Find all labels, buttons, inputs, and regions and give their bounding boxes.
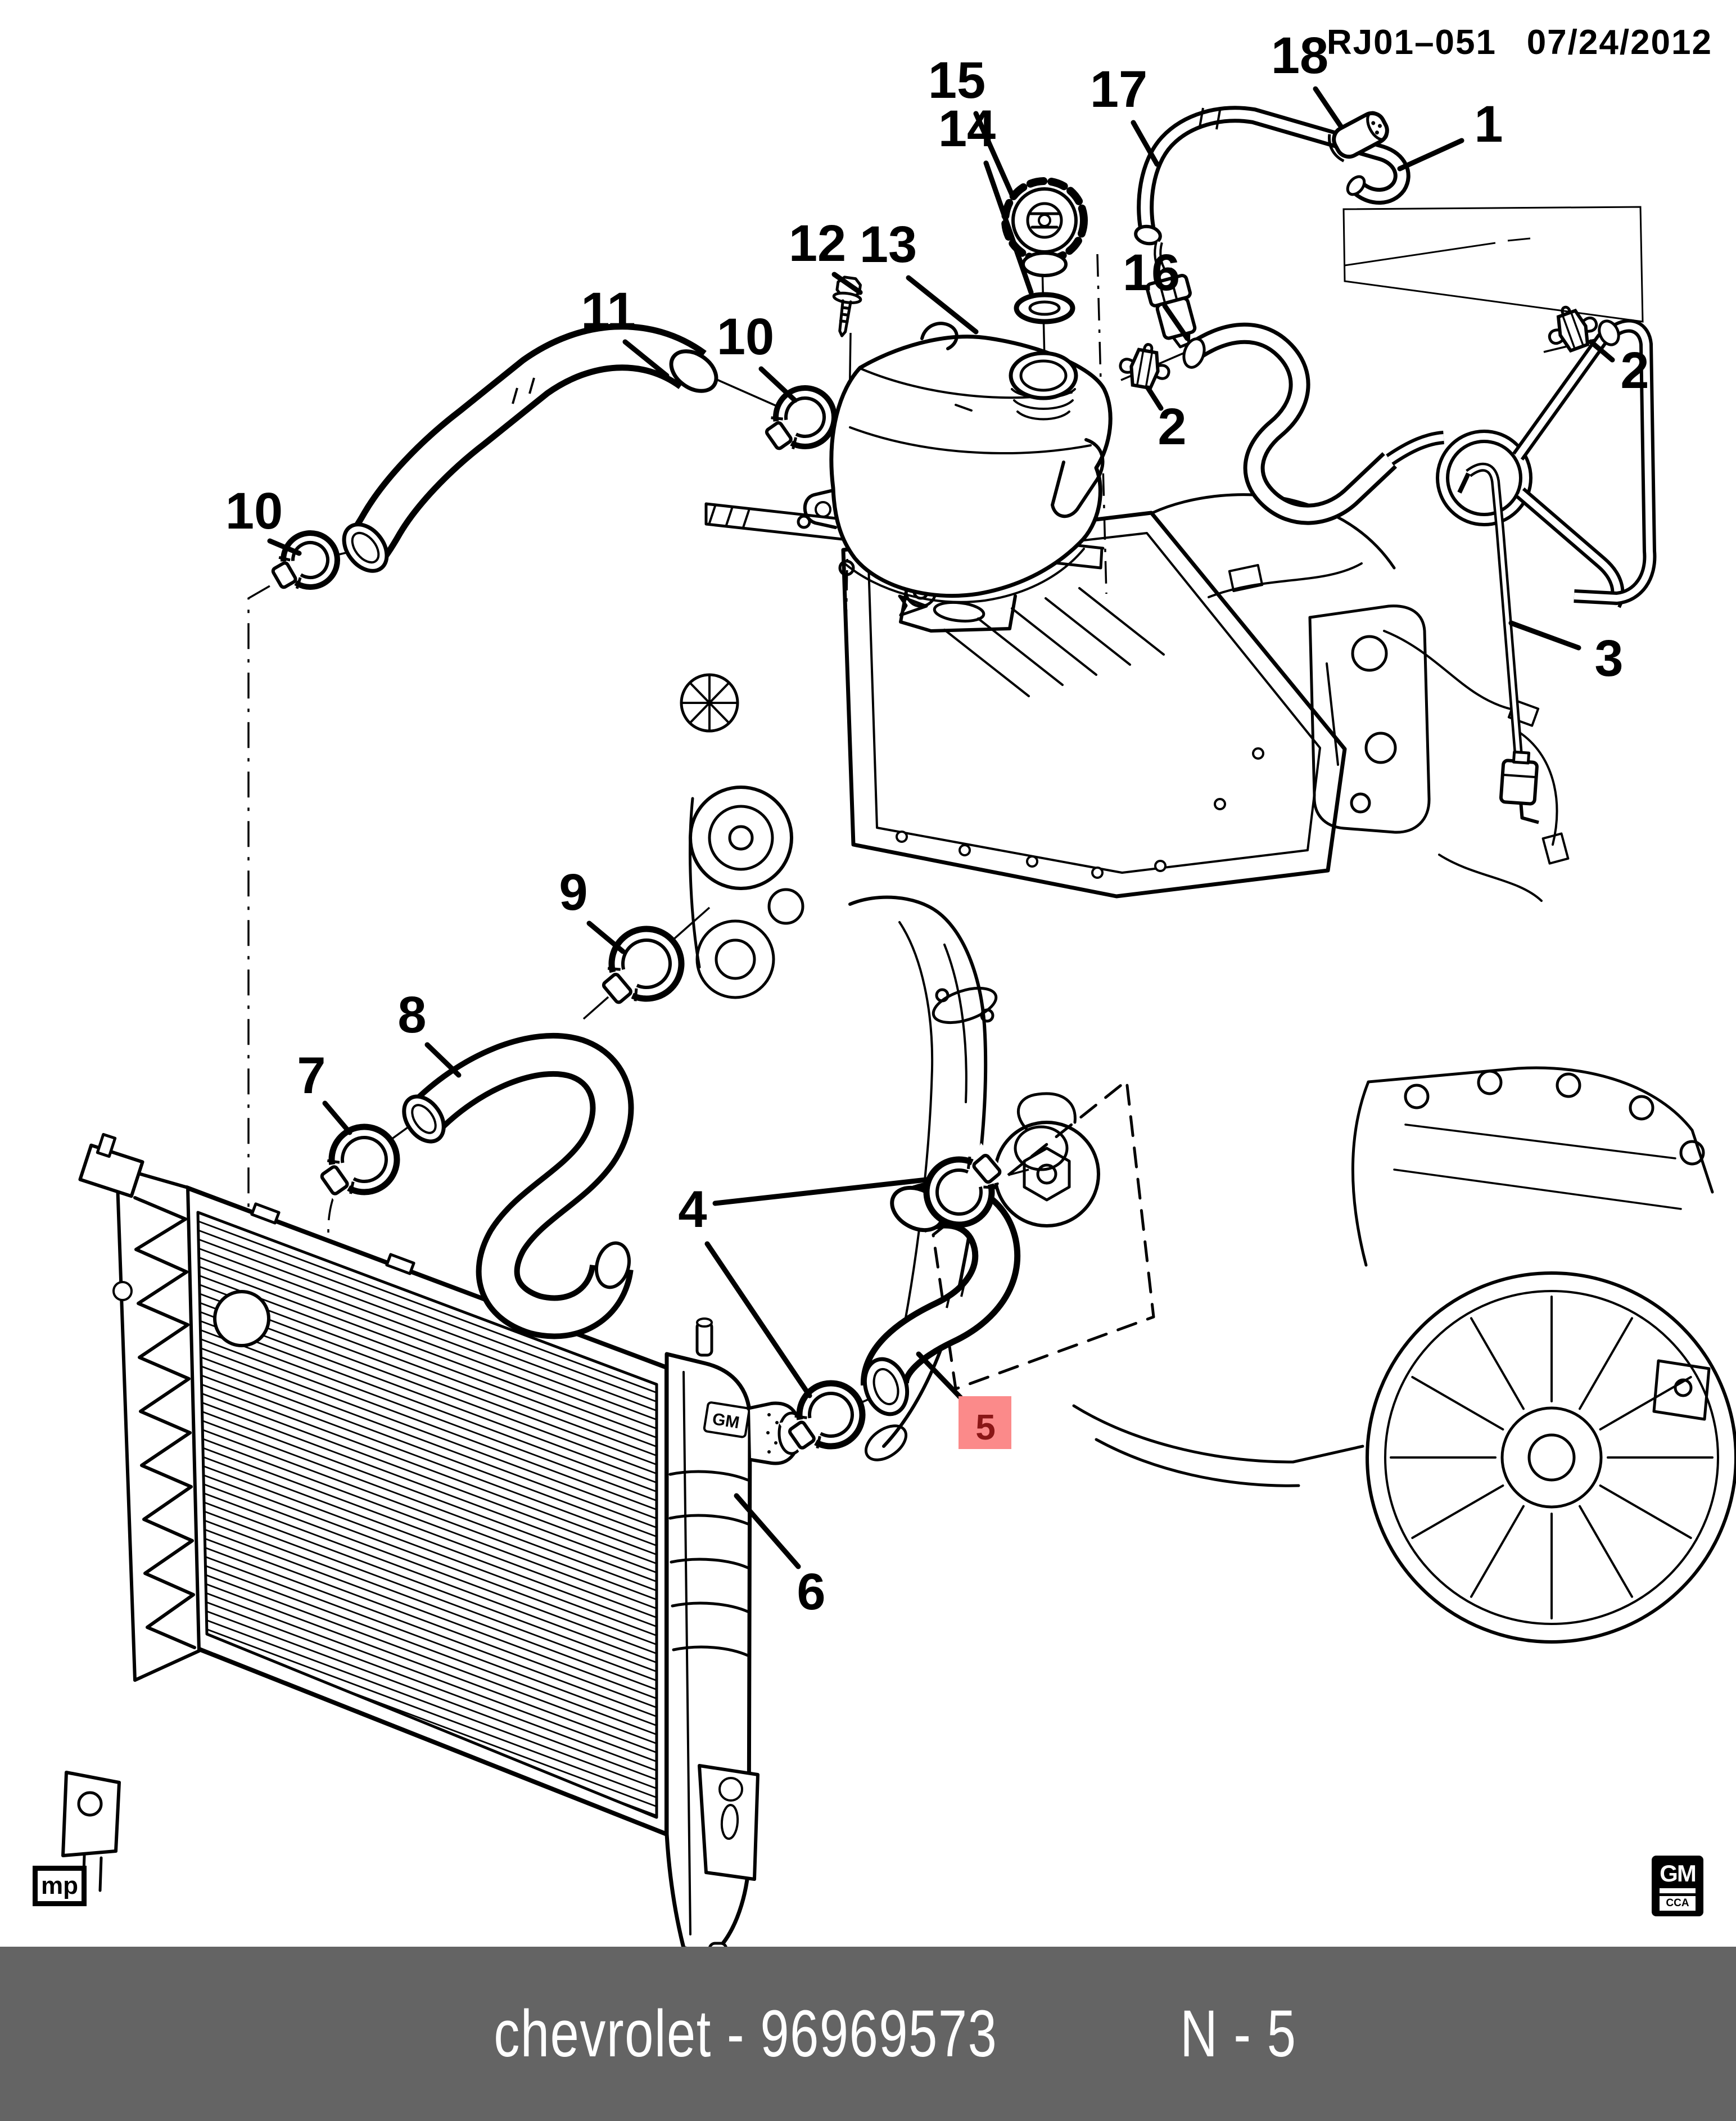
gm-logo-subtext: CCA [1660,1896,1696,1911]
footer-brand-part: chevrolet - 96969573 [494,1997,998,2071]
svg-text:8[interactable]: 8 [397,986,426,1044]
mp-stamp: mp [33,1866,87,1906]
callout-6[interactable]: 6 [734,1493,826,1621]
svg-text:1[interactable]: 1 [1474,96,1503,153]
callout-13[interactable]: 13 [860,216,979,335]
svg-text:10[interactable]: 10 [717,308,774,365]
reservoir-cap [1001,177,1088,277]
gm-logo-text: GM [1660,1860,1697,1887]
clamp-10a [756,385,837,461]
clamp-7 [311,1123,400,1207]
clamp-4-upper [923,1143,1011,1228]
svg-text:4[interactable]: 4 [678,1181,707,1238]
svg-text:3[interactable]: 3 [1594,630,1623,687]
callout-2-right[interactable]: 2 [1588,339,1649,399]
callout-9[interactable]: 9 [559,864,626,954]
callout-11[interactable]: 11 [581,282,670,378]
gm-logo-underline [1660,1888,1696,1893]
callout-18[interactable]: 18 [1271,27,1344,130]
tank-bolt [832,276,862,337]
callout-10-lower[interactable]: 10 [225,482,302,556]
svg-text:11[interactable]: 11 [581,282,635,340]
callout-2-left[interactable]: 2 [1145,385,1187,455]
cap-seal-ring [1014,292,1075,324]
gm-logo: GM CCA [1652,1856,1703,1916]
clamp-9 [591,926,685,1016]
hose-fitting-18 [1328,111,1389,163]
callout-12[interactable]: 12 [789,215,863,295]
drawing-date: 07/24/2012 [1527,23,1712,62]
tank-vent-nub [920,322,959,350]
clamp-10b [263,530,340,599]
callout-16[interactable]: 16 [1123,244,1190,341]
pipes-and-fittings [1134,106,1657,824]
panel-outline [1342,206,1644,323]
callout-17[interactable]: 17 [1090,61,1160,167]
svg-text:10[interactable]: 10 [225,482,283,540]
svg-text:2[interactable]: 2 [1620,342,1649,399]
svg-text:2[interactable]: 2 [1158,398,1186,455]
svg-text:GM: GM [711,1410,741,1432]
coolant-reservoir [803,177,1113,633]
svg-text:6[interactable]: 6 [797,1563,825,1621]
radiator: GM [61,1132,806,1985]
svg-text:18[interactable]: 18 [1271,27,1328,84]
footer-bar: chevrolet - 96969573 N - 5 [0,1947,1736,2121]
header: RJ01–051 07/24/2012 [1327,23,1712,62]
callout-8[interactable]: 8 [397,986,462,1078]
svg-text:14[interactable]: 14 [938,100,996,157]
svg-text:7[interactable]: 7 [297,1047,326,1104]
svg-text:9[interactable]: 9 [559,864,587,921]
clip-2-left [1119,343,1170,390]
drawing-number: RJ01–051 [1327,23,1497,62]
callout-10-upper[interactable]: 10 [717,308,798,403]
hose-clamps [263,305,1598,1461]
svg-text:16[interactable]: 16 [1123,244,1180,301]
svg-text:12[interactable]: 12 [789,215,846,272]
callout-4[interactable]: 4 [678,1177,929,1398]
callout-15[interactable]: 15 [928,52,1015,197]
callout-5-highlighted[interactable]: 5 [916,1351,1011,1449]
mp-stamp-label: mp [41,1872,78,1899]
callout-1[interactable]: 1 [1397,96,1503,172]
callout-14[interactable]: 14 [938,100,1034,295]
svg-text:15[interactable]: 15 [928,52,985,109]
callout-3[interactable]: 3 [1508,620,1624,687]
clamp-4-lower [779,1380,866,1461]
clip-2-right [1548,305,1598,353]
callout-7[interactable]: 7 [297,1047,352,1135]
svg-text:13[interactable]: 13 [860,216,917,273]
indicator-end-fitting [1499,750,1539,824]
engine-illustration [680,493,1736,1644]
footer-page-ref: N - 5 [1180,1997,1297,2071]
svg-text:17[interactable]: 17 [1090,61,1147,118]
tank-gm-emboss: GM [703,1401,751,1438]
callouts: 1 2 2 3 4 5 6 7 [225,27,1649,1621]
callout-5-highlight [959,1396,1011,1449]
svg-text:5[interactable]: 5 [975,1407,996,1447]
